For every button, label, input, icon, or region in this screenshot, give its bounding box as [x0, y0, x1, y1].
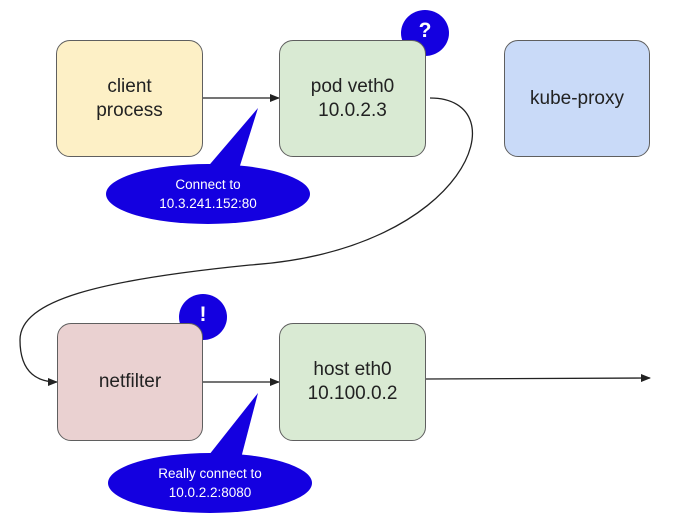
arrow-host-out — [425, 374, 651, 383]
pod-veth0-ip: 10.0.2.3 — [318, 99, 387, 121]
host-eth0-ip: 10.100.0.2 — [307, 383, 398, 404]
client-process-node: client process — [56, 40, 203, 157]
really-connect-callout-text: Really connect to 10.0.2.2:8080 — [120, 464, 300, 502]
connect-callout-text: Connect to 10.3.241.152:80 — [120, 175, 296, 213]
really-connect-callout-shape — [108, 453, 312, 513]
really-connect-callout-line1: Really connect to — [158, 466, 262, 481]
netfilter-node: netfilter — [57, 323, 203, 441]
really-connect-callout-pointer — [205, 393, 258, 462]
really-connect-callout-line2: 10.0.2.2:8080 — [168, 485, 252, 500]
connect-callout-pointer — [205, 108, 258, 172]
host-eth0-node: host eth0 10.100.0.2 — [279, 323, 426, 441]
pod-veth0-node: pod veth0 10.0.2.3 — [279, 40, 426, 157]
netfilter-label: netfilter — [98, 371, 162, 392]
connect-callout-shape — [106, 164, 310, 224]
exclamation-mark-text: ! — [199, 303, 207, 326]
kube-proxy-label: kube-proxy — [530, 87, 624, 109]
arrow-pod-to-netfilter — [19, 97, 474, 386]
host-eth0-label: host eth0 — [313, 359, 392, 380]
client-process-label-line2: process — [96, 99, 163, 121]
kube-proxy-node: kube-proxy — [504, 40, 650, 157]
question-mark-text: ? — [418, 19, 432, 42]
pod-veth0-label: pod veth0 — [310, 75, 395, 97]
connect-callout-line1: Connect to — [175, 177, 241, 192]
client-process-label-line1: client — [107, 75, 152, 97]
connect-callout-line2: 10.3.241.152:80 — [159, 196, 257, 211]
